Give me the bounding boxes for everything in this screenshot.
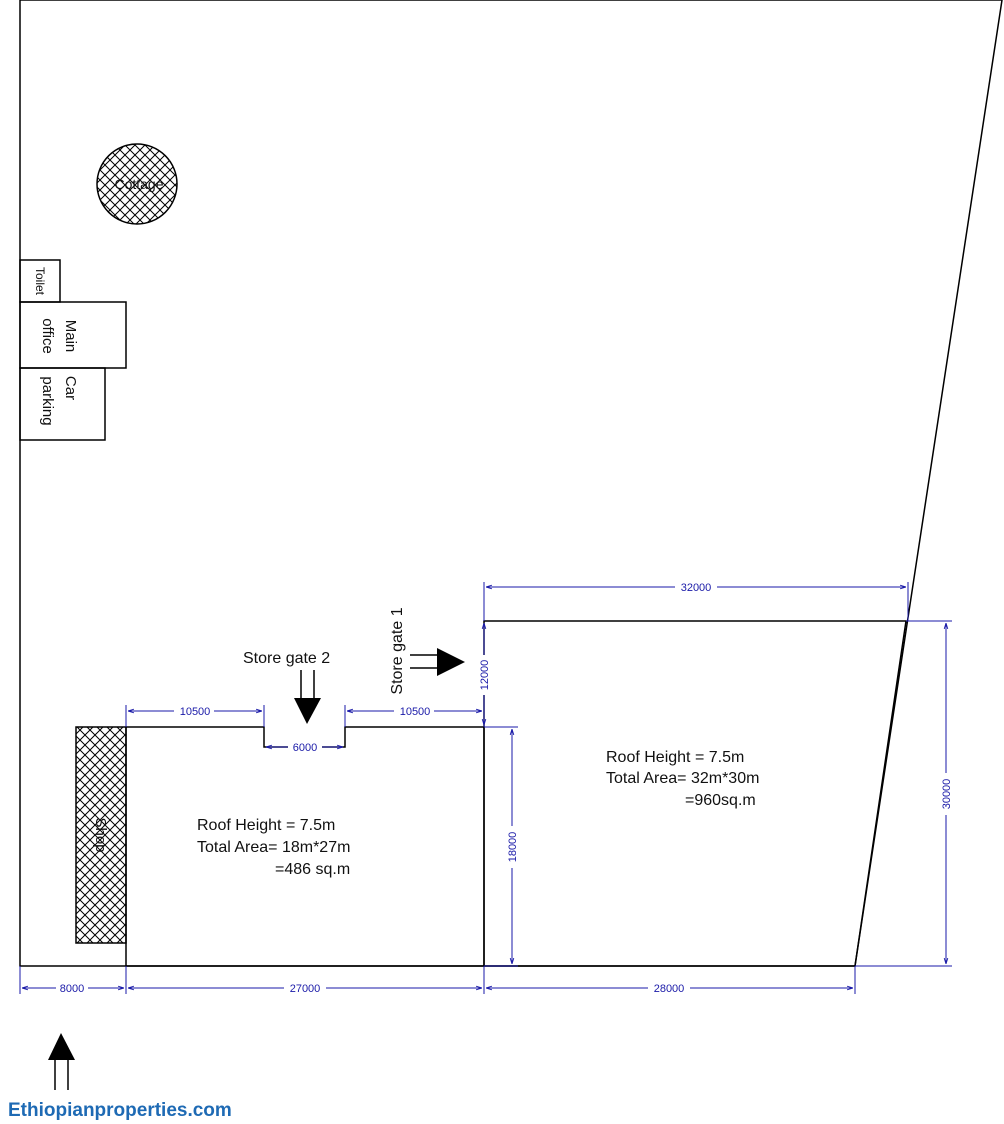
store-gate-1-label: Store gate 1	[389, 607, 406, 694]
dim-large-height: 30000	[855, 620, 953, 967]
small-store-total-area: Total Area= 18m*27m	[197, 839, 350, 856]
dim-top-left-text: 10500	[180, 706, 211, 718]
plot-boundary	[19, 0, 1003, 967]
store-gate-1-arrow	[410, 648, 465, 676]
shops-label: Shop	[92, 817, 109, 852]
dim-bottom-large-text: 28000	[654, 983, 685, 995]
large-store-roof-height: Roof Height = 7.5m	[606, 749, 744, 766]
dim-bottom-left-text: 8000	[60, 983, 84, 995]
small-store-area-value: =486 sq.m	[275, 861, 350, 878]
dim-top-left: 10500	[125, 705, 265, 727]
small-store-roof-height: Roof Height = 7.5m	[197, 817, 335, 834]
cottage-shape	[96, 143, 178, 225]
dim-large-top-text: 32000	[681, 582, 712, 594]
dim-gate1-height: 12000	[477, 623, 491, 725]
store-gate-2-label: Store gate 2	[243, 650, 330, 667]
dim-top-right: 10500	[344, 705, 485, 727]
dim-gate2-opening: 6000	[266, 741, 343, 754]
entrance-arrow	[48, 1033, 75, 1090]
store-gate-2-arrow	[294, 670, 321, 724]
main-office-label-line2: office	[39, 318, 56, 354]
dim-large-top: 32000	[483, 581, 909, 621]
large-store-total-area: Total Area= 32m*30m	[606, 770, 759, 787]
dim-bottom-small: 27000	[128, 966, 485, 995]
brand-watermark: Ethiopianproperties.com	[8, 1100, 232, 1121]
dim-bottom-small-text: 27000	[290, 983, 321, 995]
car-parking-label-line1: Car	[62, 376, 79, 400]
large-store-area-value: =960sq.m	[685, 792, 756, 809]
dim-gate1-height-text: 12000	[479, 660, 491, 691]
toilet-label: Toilet	[33, 267, 47, 296]
dim-bottom-left: 8000	[19, 966, 127, 995]
dim-small-height-text: 18000	[507, 832, 519, 863]
dim-top-right-text: 10500	[400, 706, 431, 718]
dim-small-height: 18000	[484, 726, 519, 967]
car-parking-label-line2: parking	[39, 376, 56, 425]
car-parking-box	[19, 367, 106, 441]
main-office-label-line1: Main	[62, 320, 79, 353]
dim-large-height-text: 30000	[941, 779, 953, 810]
cottage-label: Cottage	[114, 176, 163, 192]
dim-bottom-large: 28000	[486, 966, 856, 995]
dim-gate2-opening-text: 6000	[293, 742, 317, 754]
shops-strip	[75, 726, 127, 944]
